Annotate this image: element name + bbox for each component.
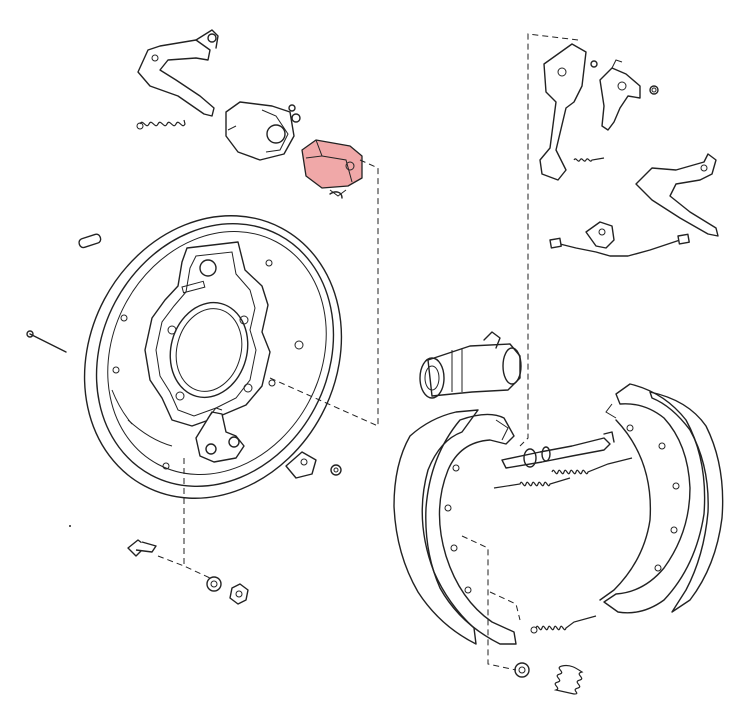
- leader-line: [461, 535, 517, 671]
- washer: [206, 576, 222, 592]
- brake-shoe-left: [393, 409, 517, 645]
- backing-plate: [83, 215, 343, 499]
- leader-line: [157, 555, 185, 567]
- cable: [549, 221, 690, 257]
- leader-line: [489, 591, 521, 621]
- wheel-cylinder-housing: [225, 101, 301, 161]
- cable-bracket: [635, 153, 719, 237]
- wheel-cylinder: [419, 331, 522, 399]
- long-pin: [26, 330, 67, 353]
- adjuster-lever: [599, 59, 659, 131]
- adjuster-strut: [501, 431, 615, 469]
- brake-shoe-right: [599, 383, 724, 614]
- hold-down-cup: [514, 662, 530, 678]
- spring-small: [136, 119, 186, 130]
- adjuster-clip: [285, 451, 342, 479]
- speck: [69, 525, 71, 527]
- parking-brake-lever: [539, 43, 605, 181]
- retaining-clip: [329, 191, 343, 199]
- return-spring-lower: [530, 615, 597, 634]
- return-spring-upper: [493, 457, 633, 489]
- hold-down-spring: [553, 664, 584, 695]
- leader-line: [519, 33, 579, 447]
- leader-line: [183, 458, 211, 579]
- nut: [229, 583, 249, 605]
- clip-pin: [78, 233, 102, 249]
- parking-lever-bracket: [137, 29, 219, 117]
- adjuster-block: [301, 139, 363, 197]
- bolt: [127, 539, 157, 557]
